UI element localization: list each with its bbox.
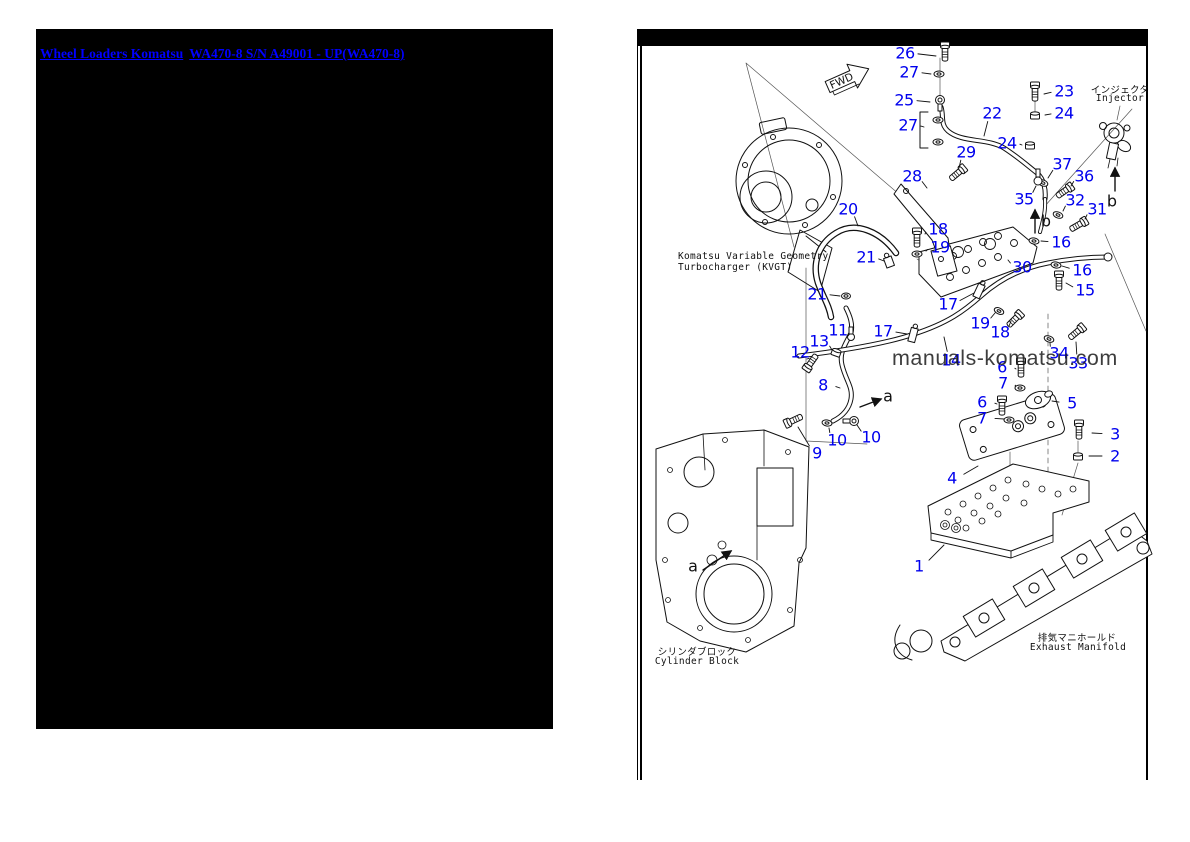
part-callout: 10 bbox=[827, 430, 847, 450]
part-callout: 32 bbox=[1065, 190, 1085, 210]
part-callout: 12 bbox=[790, 342, 810, 362]
part-callout: 30 bbox=[1012, 257, 1032, 277]
part-callout: 10 bbox=[861, 427, 881, 447]
part-callout: 19 bbox=[970, 313, 990, 333]
part-callout: 15 bbox=[1075, 280, 1095, 300]
diagram-top-bar bbox=[637, 29, 1148, 46]
part-callout: 16 bbox=[1072, 260, 1092, 280]
view-letter-label: b bbox=[1040, 211, 1052, 231]
part-callout: 7 bbox=[977, 408, 987, 428]
part-callout: 21 bbox=[856, 247, 876, 267]
diagram-text-label: Injector bbox=[1095, 93, 1145, 104]
part-callout: 6 bbox=[997, 357, 1007, 377]
breadcrumb-link-category[interactable]: Wheel Loaders Komatsu bbox=[40, 46, 184, 61]
diagram-text-label: Cylinder Block bbox=[654, 656, 740, 667]
part-callout: 4 bbox=[947, 468, 957, 488]
part-callout: 21 bbox=[807, 284, 827, 304]
part-callout: 1 bbox=[914, 556, 924, 576]
part-callout: 17 bbox=[938, 294, 958, 314]
diagram-text-label: Komatsu Variable Geometry bbox=[678, 251, 829, 262]
part-callout: 27 bbox=[898, 115, 918, 135]
part-callout: 24 bbox=[997, 133, 1017, 153]
part-callout: 11 bbox=[828, 320, 848, 340]
diagram-border-left-inner bbox=[640, 46, 642, 780]
part-callout: 16 bbox=[1051, 232, 1071, 252]
view-letter-label: a bbox=[688, 556, 698, 576]
part-callout: 13 bbox=[809, 331, 829, 351]
diagram-border-right bbox=[1146, 46, 1148, 780]
view-letter-label: a bbox=[883, 386, 893, 406]
part-callout: 17 bbox=[873, 321, 893, 341]
part-callout: 22 bbox=[982, 103, 1002, 123]
part-callout: 26 bbox=[895, 43, 915, 63]
part-callout: 28 bbox=[902, 166, 922, 186]
diagram-text-label: Exhaust Manifold bbox=[1029, 642, 1127, 653]
watermark: manuals-komatsu.com bbox=[892, 346, 1118, 370]
part-callout: 20 bbox=[838, 199, 858, 219]
part-callout: 2 bbox=[1110, 446, 1120, 466]
diagram-text-label: Turbocharger (KVGT) bbox=[678, 262, 793, 273]
part-callout: 29 bbox=[956, 142, 976, 162]
part-callout: 19 bbox=[930, 237, 950, 257]
diagram-text-label: シリンダブロック bbox=[657, 647, 737, 658]
part-callout: 31 bbox=[1087, 199, 1107, 219]
left-black-panel: Wheel Loaders Komatsu WA470-8 S/N A49001 … bbox=[36, 29, 553, 729]
part-callout: 23 bbox=[1054, 81, 1074, 101]
part-callout: 35 bbox=[1014, 189, 1034, 209]
diagram-border-left-outer bbox=[637, 46, 638, 780]
part-callout: 24 bbox=[1054, 103, 1074, 123]
part-callout: 25 bbox=[894, 90, 914, 110]
part-callout: 36 bbox=[1074, 166, 1094, 186]
part-callout: 7 bbox=[998, 373, 1008, 393]
breadcrumb: Wheel Loaders Komatsu WA470-8 S/N A49001 … bbox=[40, 45, 411, 63]
part-callout: 5 bbox=[1067, 393, 1077, 413]
breadcrumb-link-model[interactable]: WA470-8 S/N A49001 - UP(WA470-8) bbox=[189, 46, 405, 61]
part-callout: 37 bbox=[1052, 154, 1072, 174]
diagram-text-label: インジェクタ bbox=[1090, 85, 1150, 96]
part-callout: 9 bbox=[812, 443, 822, 463]
part-callout: 8 bbox=[818, 375, 828, 395]
part-callout: 18 bbox=[990, 322, 1010, 342]
part-callout: 27 bbox=[899, 62, 919, 82]
part-callout: 3 bbox=[1110, 424, 1120, 444]
view-letter-label: b bbox=[1106, 191, 1118, 211]
part-callout: 18 bbox=[928, 219, 948, 239]
